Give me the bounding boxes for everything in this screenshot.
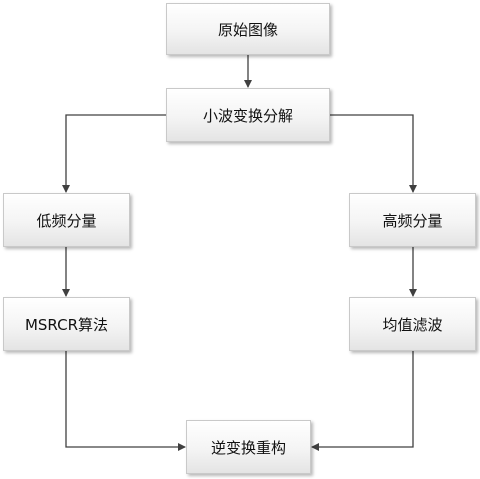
node-high-frequency: 高频分量 [349,193,476,247]
node-wavelet-decomposition-label: 小波变换分解 [202,106,293,125]
node-mean-filter: 均值滤波 [349,297,476,351]
node-mean-filter-label: 均值滤波 [382,315,443,334]
node-high-frequency-label: 高频分量 [382,211,443,230]
node-low-frequency-label: 低频分量 [36,211,97,230]
arrow-mean-to-inverse [311,351,414,451]
node-wavelet-decomposition: 小波变换分解 [166,88,330,142]
node-original-image: 原始图像 [166,3,330,55]
arrow-wavelet-to-low [62,114,166,193]
arrow-msrcr-to-inverse [65,351,186,451]
node-inverse-reconstruction: 逆变换重构 [186,420,311,474]
node-inverse-reconstruction-label: 逆变换重构 [210,438,286,457]
node-msrcr-algorithm-label: MSRCR算法 [24,315,109,334]
node-msrcr-algorithm: MSRCR算法 [3,297,130,351]
arrow-wavelet-to-high [330,114,417,193]
node-original-image-label: 原始图像 [217,20,278,39]
node-low-frequency: 低频分量 [3,193,130,247]
